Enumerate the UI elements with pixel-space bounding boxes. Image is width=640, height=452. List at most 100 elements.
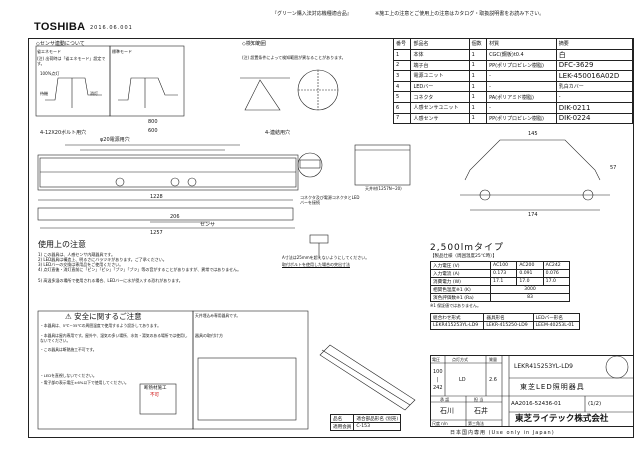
weight-value: 2.6	[489, 377, 497, 383]
toshiba-logo: TOSHIBA	[34, 21, 86, 33]
safety-item: ・本器具は屋内専用です。屋外や、湿気の多い場所、水気・湯気のある場所では使用しな…	[40, 333, 188, 343]
install-note: 天井埋込み専用器具です。	[195, 313, 241, 318]
sensor-mode1-label: 省エネモード	[37, 49, 61, 54]
doc-date: 2016.06.001	[90, 25, 133, 31]
dim-800: 800	[148, 119, 158, 125]
dim-600: 600	[148, 128, 158, 134]
safety-title: ⚠ 安全に関するご注意	[65, 312, 142, 321]
usage-item: 5) 高温多湿の場所で使用される場合、LEDバーに水が侵入する恐れがあります。	[38, 278, 183, 283]
dim-174: 174	[528, 212, 538, 218]
projection-angle: 第三角法	[468, 421, 484, 426]
lumen-type: 2,500lmタイプ	[430, 243, 505, 253]
sensor-title: ◇センサ連動について	[36, 41, 85, 47]
safety-item: ・電子部の表示電圧±6%以下で使用してください。	[40, 380, 129, 385]
rail-note: 天井材(1257N∼20)	[365, 186, 402, 191]
caution-note: ※施工上の注意とご使用上の注意はカタログ・取扱説明書をお読み下さい。	[375, 11, 545, 17]
product-name: 東芝LED照明器具	[520, 383, 585, 391]
detect-title: ◇検知範囲	[242, 41, 266, 47]
mount-hole-label: 4-連結用穴	[265, 130, 290, 136]
table-cell: DIK-0224	[555, 112, 634, 125]
table-row: 演色評価数※1 (Ra)83	[429, 293, 570, 302]
a-note-2: 取付ボルトを使用した場合の突出寸法	[282, 262, 350, 267]
sensor-mode2-label: 標準モード	[112, 49, 132, 54]
table-cell: 適用会員	[329, 422, 355, 431]
fixture-side-view	[37, 207, 294, 221]
bolt-hole-label: 4-12X20ボルト用穴	[40, 130, 87, 136]
drawing-frame	[28, 38, 634, 438]
usage-item: 2) LED器具は構造上、明るさにバラツキがあります。ご了承ください。	[38, 257, 167, 262]
level-idle: 待機	[40, 91, 48, 96]
spec-caption: 【製品仕様（周囲温度25℃時）】	[430, 254, 498, 259]
level-100: 100%点灯	[40, 71, 60, 76]
checker-label: 担 当	[474, 397, 484, 402]
table-cell: LEEM-40253L-01	[532, 321, 581, 330]
footer-note: 日本国内専用 (Use only in Japan)	[450, 430, 555, 436]
isometric-view	[319, 344, 416, 411]
green-note: 『グリーン購入法対応機種適合品』	[272, 11, 352, 17]
detect-note: (注) 設置条件によって検知範囲が異なることがあります。	[242, 55, 346, 60]
table-cell: C-153	[353, 422, 402, 431]
insulation-value: 不可	[150, 393, 159, 398]
safety-item: ・この器具は断熱施工不可です。	[40, 347, 97, 352]
checker-name: 石井	[474, 407, 488, 415]
table-cell: 1	[468, 48, 488, 61]
table-cell: 1	[392, 48, 412, 61]
sensor-mode1-text: (注) 出荷時は「省エネモード」設定です。	[37, 56, 106, 66]
usage-item: 4) 点灯直後・消灯直前に「ピン」「ピシ」「ブツ」「ブツ」等の音がすることがあり…	[38, 267, 242, 272]
insulation-label: 断熱材施工	[144, 386, 167, 391]
doc-number: AA2016-52436-01	[511, 401, 562, 407]
safety-item: ・本器具は、5℃∼35℃の周囲温度で使用するよう設計してあります。	[40, 323, 161, 328]
table-cell: 83	[490, 293, 570, 302]
usage-title: 使用上の注意	[38, 240, 86, 249]
usage-item: 1) この器具は、人感センサ内蔵器具です。	[38, 252, 115, 257]
lamp-value: LD	[459, 377, 466, 383]
fixture-top-view	[37, 154, 299, 191]
table-cell: 演色評価数※1 (Ra)	[429, 293, 492, 302]
usage-item: 3) LEDバーの交換は専用品をご使用ください。	[38, 262, 124, 267]
install-title: 器具の取付け方	[195, 333, 223, 338]
safety-item: ・LEDを直視しないでください。	[40, 373, 97, 378]
table-cell: 1	[468, 112, 488, 125]
table-cell: LEKR415253YL-LD9	[429, 321, 485, 330]
scale-label: 尺度 n/n	[432, 421, 448, 426]
cross-section	[464, 139, 601, 181]
dim-57: 57	[610, 165, 617, 171]
dim-206: 206	[170, 214, 180, 220]
level-off: 消灯	[90, 91, 98, 96]
voltage-label: 電圧	[432, 357, 440, 362]
a-note: A寸法は25mmを超えないようにしてください。	[282, 255, 370, 260]
approval-stamp-circle	[605, 355, 629, 379]
sensor-mode2-box	[109, 45, 185, 117]
warning-icon: ⚠	[65, 312, 75, 321]
designer-name: 石川	[440, 407, 454, 415]
dim-145: 145	[528, 131, 538, 137]
voltage-value: 100 | 242	[433, 369, 443, 391]
dim-1257: 1257	[150, 230, 163, 236]
company-name: 東芝ライテック株式会社	[515, 414, 609, 424]
spec-footnote: ※1 保証値ではありません。	[430, 303, 482, 308]
sensor-label: センサ	[200, 222, 216, 228]
wire-hole-label: φ20電源用穴	[100, 137, 130, 143]
dim-1228: 1228	[150, 194, 163, 200]
weight-label: 質量	[489, 357, 497, 362]
lamp-label: 点灯方式	[452, 357, 468, 362]
table-cell: 白	[555, 48, 634, 61]
model-number: LEKR415253YL-LD9	[514, 363, 573, 370]
page-number: (1/2)	[588, 401, 602, 407]
table-cell: 7	[392, 112, 412, 125]
connector-note: コネクタ及び電源コネクタとLEDバーを接続	[300, 195, 360, 205]
